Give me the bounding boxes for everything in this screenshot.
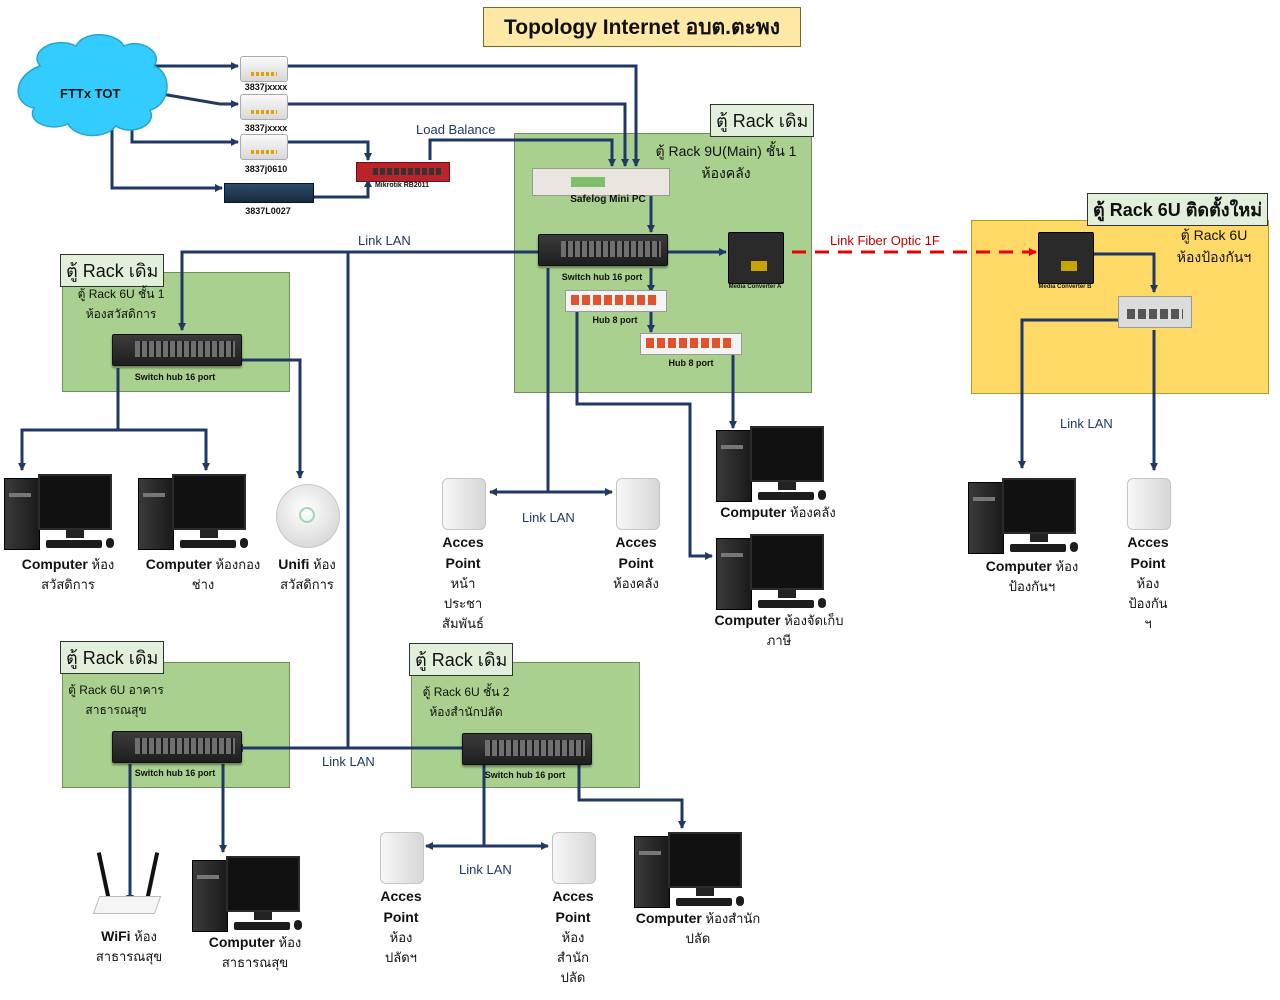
modem2-label: 3837jxxxx: [244, 123, 288, 133]
unifi-welfare-caption: Unifi ห้องสวัสดิการ: [278, 556, 336, 592]
pc-engineer-caption: Computer ห้องกองช่าง: [145, 556, 261, 592]
computer-icon: [4, 474, 116, 550]
office-switch-label: Switch hub 16 port: [484, 770, 566, 780]
modem1-label: 3837jxxxx: [244, 82, 288, 92]
main-switch-label: Switch hub 16 port: [561, 272, 643, 282]
pc-tax-caption: Computer ห้องจัดเก็บภาษี: [714, 612, 844, 648]
pc-protect-caption: Computer ห้องป้องกันฯ: [985, 558, 1079, 594]
rack-main-tag: ตู้ Rack เดิม: [710, 104, 815, 137]
media-converter-a-label: Media Converter A: [728, 284, 782, 290]
safelog-icon: [532, 168, 670, 196]
media-converter-b-label: Media Converter B: [1038, 284, 1092, 290]
switch-icon: [112, 334, 242, 366]
mikrotik-label: Mikrotik RB2011: [374, 182, 430, 189]
media-converter-icon: [728, 232, 784, 284]
load-balance-label: Load Balance: [416, 122, 496, 137]
mikrotik-icon: [356, 162, 450, 182]
rack-welfare-tag: ตู้ Rack เดิม: [60, 254, 165, 287]
safelog-label: Safelog Mini PC: [570, 194, 646, 205]
media-converter-icon: [1038, 232, 1094, 284]
switch-icon: [462, 733, 592, 765]
rack-new-tag: ตู้ Rack 6U ติดตั้งใหม่: [1087, 193, 1269, 226]
switch-icon: [112, 731, 242, 763]
hub-icon: [1118, 296, 1192, 328]
unifi-ap-icon: [276, 484, 340, 548]
access-point-icon: [442, 478, 486, 530]
access-point-icon: [1127, 478, 1171, 530]
diagram-title: Topology Internet อบต.ตะพง: [483, 7, 801, 47]
link-fiber-label: Link Fiber Optic 1F: [830, 233, 940, 248]
hub-icon: [565, 290, 667, 312]
router-icon: [224, 183, 314, 203]
computer-icon: [634, 832, 746, 908]
link-lan-label: Link LAN: [522, 510, 575, 525]
cloud-label: FTTx TOT: [60, 86, 121, 101]
link-lan-label: Link LAN: [1060, 416, 1113, 431]
modem-icon: [240, 94, 288, 120]
wifi-router-icon: [92, 852, 176, 922]
link-lan-label: Link LAN: [358, 233, 411, 248]
rack-office-tag: ตู้ Rack เดิม: [409, 643, 514, 676]
hub-a-label: Hub 8 port: [592, 315, 638, 325]
computer-icon: [192, 856, 304, 932]
hub-b-label: Hub 8 port: [668, 358, 714, 368]
modem-icon: [240, 56, 288, 82]
access-point-icon: [616, 478, 660, 530]
router-label: 3837L0027: [245, 206, 291, 216]
modem-icon: [240, 134, 288, 160]
welfare-switch-label: Switch hub 16 port: [134, 372, 216, 382]
wifi-health-caption: WiFi ห้องสาธารณสุข: [95, 928, 163, 964]
computer-icon: [138, 474, 250, 550]
rack-health-tag: ตู้ Rack เดิม: [60, 641, 165, 674]
switch-icon: [538, 234, 668, 266]
computer-icon: [716, 426, 828, 502]
health-switch-label: Switch hub 16 port: [134, 768, 216, 778]
computer-icon: [716, 534, 828, 610]
pc-finance-caption: Computer ห้องคลัง: [720, 504, 836, 520]
computer-icon: [968, 478, 1080, 554]
rack-health-label: ตู้ Rack 6U อาคารสาธารณสุข: [68, 683, 164, 717]
modem3-label: 3837j0610: [244, 164, 288, 174]
access-point-icon: [380, 832, 424, 884]
hub-icon: [640, 333, 742, 355]
pc-office-caption: Computer ห้องสำนักปลัด: [635, 910, 761, 946]
pc-welfare-caption: Computer ห้องสวัสดิการ: [21, 556, 115, 592]
access-point-icon: [552, 832, 596, 884]
link-lan-label: Link LAN: [322, 754, 375, 769]
link-lan-label: Link LAN: [459, 862, 512, 877]
pc-health-caption: Computer ห้องสาธารณสุข: [208, 934, 302, 970]
